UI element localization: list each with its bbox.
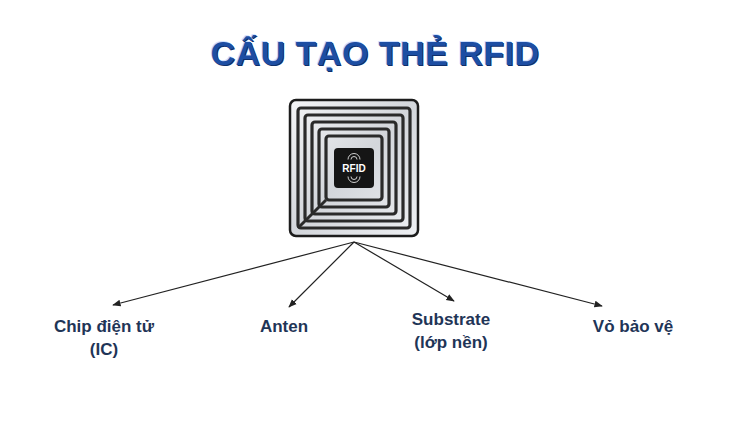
chip-box: RFID [334, 148, 374, 188]
wave-arc [348, 177, 360, 183]
antenna-coil [298, 108, 410, 228]
leader-line [354, 242, 454, 301]
diagram-title: CẤU TẠO THẺ RFID [0, 34, 750, 73]
part-name: Chip điện tử (IC) [39, 316, 169, 362]
part-name: Vỏ bảo vệ [568, 316, 698, 339]
leader-lines [113, 242, 602, 307]
part-name: Substrate (lớp nền) [399, 309, 503, 355]
leader-line [113, 242, 354, 305]
coil-turn [298, 108, 410, 228]
coil-turn [319, 129, 389, 207]
rfid-tag [290, 100, 418, 236]
coil-turn [326, 136, 382, 200]
chip-label: RFID [342, 163, 365, 174]
part-name: Anten [239, 316, 329, 339]
leader-line [354, 242, 602, 306]
tag-plate [290, 100, 418, 236]
wave-arc [348, 154, 360, 160]
wave-arc [351, 157, 357, 160]
wave-arc [351, 177, 357, 180]
coil-bridge [298, 200, 326, 228]
leader-line [289, 242, 354, 307]
